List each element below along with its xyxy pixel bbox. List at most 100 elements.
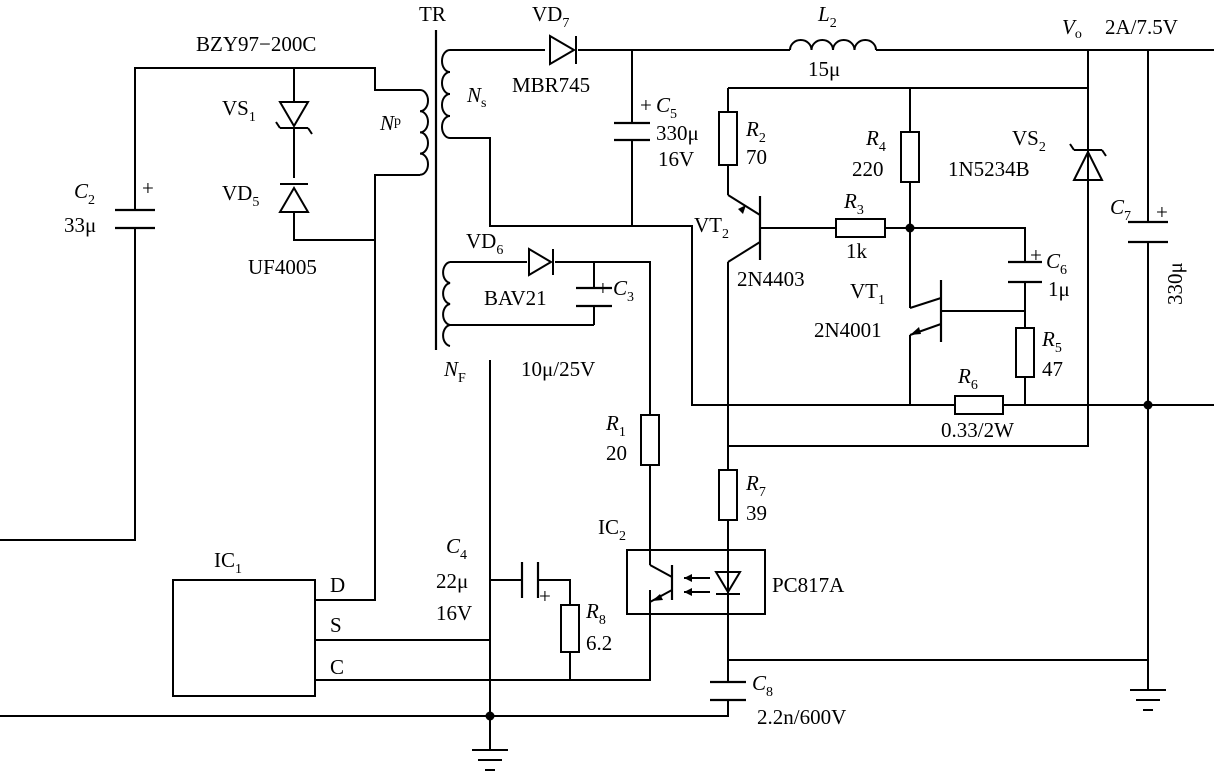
capacitor-c8 [710, 680, 746, 702]
r3-value: 1k [846, 239, 868, 263]
r6-value: 0.33/2W [941, 418, 1014, 442]
transformer-tr [419, 30, 451, 350]
ground-symbol [1130, 689, 1166, 711]
ic1-pin-c: C [330, 655, 344, 679]
junction-dot [1143, 400, 1153, 410]
c2-value: 33μ [64, 213, 96, 237]
vs1-part: BZY97−200C [196, 32, 316, 56]
resistor-r6 [954, 395, 1004, 415]
junctions [485, 223, 1153, 721]
resistor-r1 [640, 414, 660, 466]
vt1-ref: VT1 [850, 279, 885, 308]
ic1-pin-d: D [330, 573, 345, 597]
vd5-ref: VD5 [222, 181, 259, 210]
c2-polarity: + [142, 176, 154, 200]
r6-ref: R6 [957, 364, 978, 393]
diode-vs1 [275, 101, 313, 135]
resistor-r8 [560, 604, 580, 653]
controller-ic1 [172, 579, 316, 697]
vs1-ref: VS1 [222, 96, 256, 125]
ic2-part: PC817A [772, 573, 845, 597]
capacitor-c6 [1008, 260, 1042, 284]
c2-ref: C2 [74, 179, 95, 208]
r1-ref: R1 [605, 411, 626, 440]
r8-ref: R8 [585, 599, 606, 628]
resistor-r3 [835, 218, 886, 238]
diode-vd6 [528, 247, 554, 277]
tr-label: TR [419, 2, 446, 26]
capacitor-c4 [520, 562, 540, 598]
optocoupler-ic2 [626, 549, 766, 615]
c7-value: 330μ [1163, 262, 1187, 305]
r5-value: 47 [1042, 357, 1063, 381]
c4-voltage: 16V [436, 601, 472, 625]
ground-symbol [472, 749, 508, 771]
vd6-ref: VD6 [466, 229, 503, 258]
r4-value: 220 [852, 157, 884, 181]
c6-polarity: + [1030, 243, 1042, 267]
ic2-ref: IC2 [598, 515, 626, 544]
c6-ref: C6 [1046, 249, 1067, 278]
r2-ref: R2 [745, 117, 766, 146]
labels: TR Np Ns NF BZY97−200C VS1 VD5 UF4005 C2… [64, 2, 1187, 729]
junction-dot [485, 711, 495, 721]
nf-label: NF [443, 357, 466, 386]
l2-ref: L2 [817, 2, 837, 31]
vd5-part: UF4005 [248, 255, 317, 279]
c3-polarity: + [597, 276, 609, 300]
resistors [560, 111, 1035, 653]
vd7-ref: VD7 [532, 2, 569, 31]
capacitor-c2 [115, 208, 155, 230]
c7-polarity: + [1156, 200, 1168, 224]
c5-ref: C5 [656, 93, 677, 122]
r4-ref: R4 [865, 126, 886, 155]
transistor-vt2 [727, 194, 762, 263]
c5-polarity: + [640, 93, 652, 117]
c3-value: 10μ/25V [521, 357, 595, 381]
c8-value: 2.2n/600V [757, 705, 846, 729]
r1-value: 20 [606, 441, 627, 465]
diode-vs2 [1069, 143, 1107, 181]
secondary-winding [441, 49, 451, 139]
vs2-ref: VS2 [1012, 126, 1046, 155]
vo-label: Vo [1062, 15, 1082, 42]
r7-ref: R7 [745, 471, 766, 500]
output-rating: 2A/7.5V [1105, 15, 1178, 39]
resistor-r7 [718, 469, 738, 521]
capacitor-c3 [576, 286, 612, 308]
transistor-vt1 [909, 280, 943, 342]
vd7-part: MBR745 [512, 73, 590, 97]
c8-ref: C8 [752, 671, 773, 700]
primary-winding [419, 89, 429, 176]
diode-vd5 [278, 183, 310, 213]
wires [0, 49, 1214, 750]
c3-ref: C3 [613, 276, 634, 305]
c4-value: 22μ [436, 569, 468, 593]
ic1-pin-s: S [330, 613, 342, 637]
r3-ref: R3 [843, 189, 864, 218]
r8-value: 6.2 [586, 631, 612, 655]
c4-polarity: + [539, 584, 551, 608]
ns-label: Ns [466, 83, 486, 111]
resistor-r2 [718, 111, 738, 166]
diode-vd7 [549, 34, 577, 66]
c5-value: 330μ [656, 121, 699, 145]
ic1-ref: IC1 [214, 548, 242, 577]
c7-ref: C7 [1110, 195, 1131, 224]
resistor-r4 [900, 131, 920, 183]
vt2-ref: VT2 [694, 213, 729, 242]
feedback-winding [442, 261, 451, 347]
inductor-l2 [789, 39, 877, 51]
r2-value: 70 [746, 145, 767, 169]
capacitor-c7 [1128, 220, 1168, 244]
l2-value: 15μ [808, 57, 840, 81]
vs2-part: 1N5234B [948, 157, 1030, 181]
vt1-part: 2N4001 [814, 318, 882, 342]
resistor-r5 [1015, 327, 1035, 378]
capacitor-c5 [614, 121, 650, 142]
r7-value: 39 [746, 501, 767, 525]
np-label: Np [379, 111, 401, 135]
vt2-part: 2N4403 [737, 267, 805, 291]
